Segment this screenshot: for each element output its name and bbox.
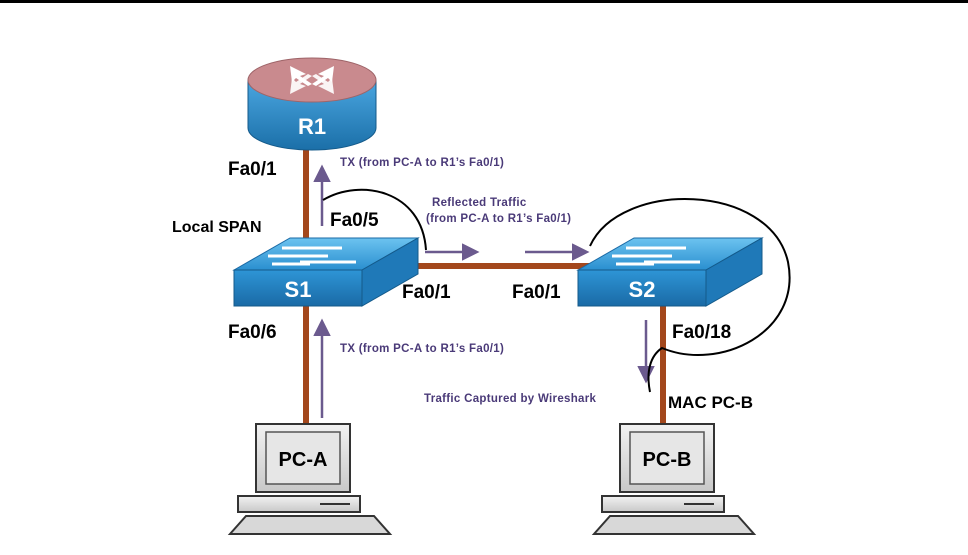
switch-arrows-icon [612, 246, 700, 266]
captured-note: Traffic Captured by Wireshark [424, 393, 597, 405]
router-arrows-icon [290, 66, 334, 94]
reflected-note-line1: Reflected Traffic [432, 197, 527, 209]
local-span-label: Local SPAN [172, 219, 262, 236]
switch-s2-name: S2 [629, 277, 656, 302]
tx-top-note: TX (from PC-A to R1’s Fa0/1) [340, 157, 504, 169]
top-border [0, 0, 968, 3]
s2-loop-curve [589, 198, 791, 393]
pc-a-name: PC-A [279, 449, 328, 471]
pc-a[interactable]: PC-A [227, 423, 393, 535]
pc-b[interactable]: PC-B [591, 423, 757, 535]
traffic-arrows [313, 164, 655, 418]
port-s1-fa06: Fa0/6 [228, 322, 277, 343]
switch-s1[interactable]: S1 [232, 237, 420, 307]
router-r1[interactable]: R1 [247, 57, 377, 151]
port-r1-fa01: Fa0/1 [228, 159, 277, 180]
pc-b-name: PC-B [643, 449, 692, 471]
port-s2-fa01: Fa0/1 [512, 282, 561, 303]
switch-s1-name: S1 [285, 277, 312, 302]
reflected-note-line2: (from PC-A to R1’s Fa0/1) [426, 213, 571, 225]
port-s1-fa05: Fa0/5 [330, 210, 379, 231]
mac-pc-b-label: MAC PC-B [668, 393, 753, 412]
switch-s2[interactable]: S2 [576, 237, 764, 307]
span-loops [322, 188, 791, 393]
links [303, 148, 666, 428]
port-s1-fa01: Fa0/1 [402, 282, 451, 303]
router-name: R1 [298, 114, 326, 139]
tx-bottom-note: TX (from PC-A to R1’s Fa0/1) [340, 343, 504, 355]
port-s2-fa018: Fa0/18 [672, 322, 731, 343]
s1-loop-curve [322, 188, 427, 251]
switch-arrows-icon [268, 246, 356, 266]
